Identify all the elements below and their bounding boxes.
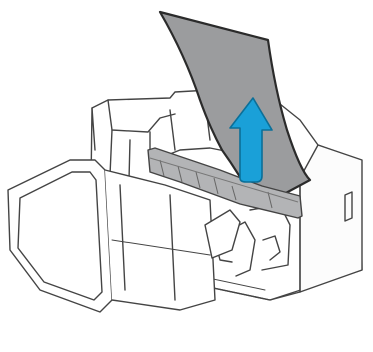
jam-removal-illustration [0, 0, 373, 352]
illustration-canvas [0, 0, 373, 352]
